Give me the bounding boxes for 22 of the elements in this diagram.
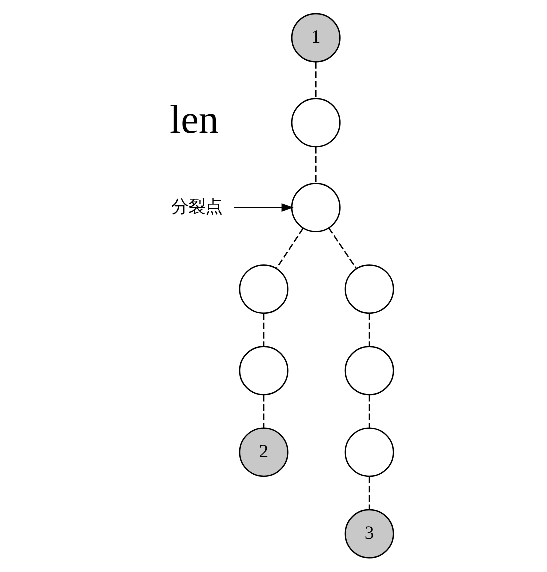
node-circle: [238, 346, 288, 396]
connector: [328, 228, 356, 269]
connector: [368, 314, 370, 347]
arrow: [234, 204, 294, 212]
connector: [314, 147, 316, 184]
node-circle: 3: [344, 509, 394, 559]
connector: [262, 395, 264, 428]
node-circle: [238, 264, 288, 314]
connector: [314, 62, 316, 99]
node-circle: [344, 264, 394, 314]
node-circle: 2: [238, 428, 288, 478]
connector: [368, 476, 370, 510]
node-circle: 1: [290, 13, 340, 63]
label: len: [169, 96, 218, 142]
node-text: 分裂点: [171, 197, 222, 218]
node-circle: [290, 98, 340, 148]
node-circle: [290, 183, 340, 233]
node-circle: [344, 346, 394, 396]
connector: [276, 228, 304, 270]
connector: [262, 314, 264, 347]
node-circle: [344, 428, 394, 478]
connector: [368, 395, 370, 428]
